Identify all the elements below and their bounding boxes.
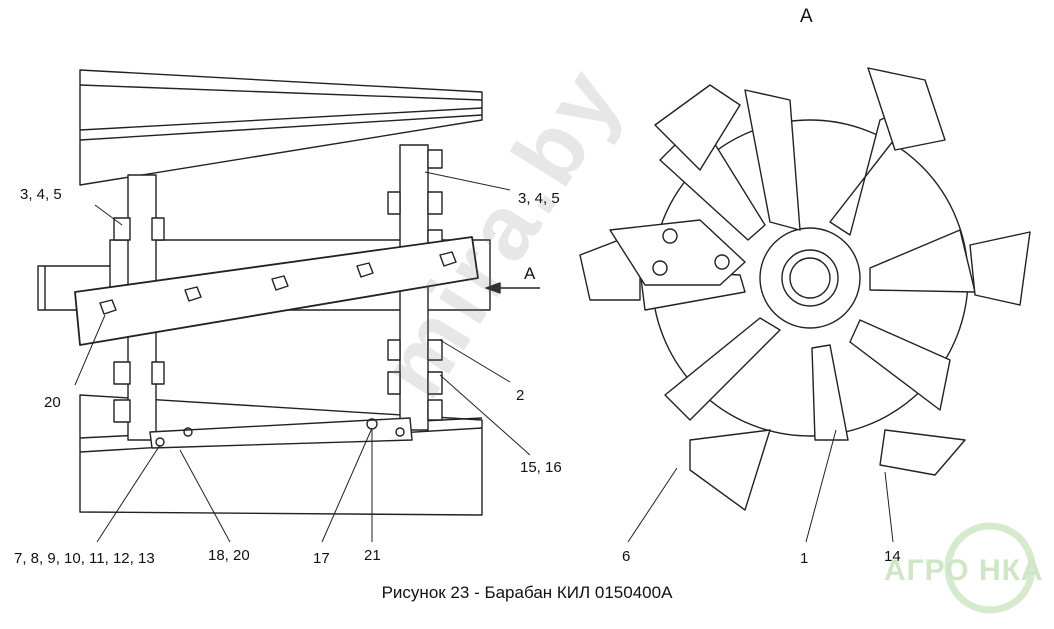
side-view (37, 69, 540, 516)
view-label: А (800, 6, 813, 27)
callout-6: 6 (622, 548, 631, 565)
callout-21: 21 (364, 547, 381, 564)
bolt-stack-left (113, 217, 165, 423)
logo-text: АГРО НКА (884, 554, 1044, 587)
callout-14: 14 (884, 548, 901, 565)
hub-inner (789, 257, 831, 299)
callout-17: 17 (313, 550, 330, 567)
arrow-label: А (524, 264, 536, 283)
callout-2: 2 (516, 387, 525, 404)
callout-7-13: 7, 8, 9, 10, 11, 12, 13 (14, 550, 155, 567)
callout-15-16: 15, 16 (520, 459, 562, 476)
callout-3-4-5-right: 3, 4, 5 (518, 190, 560, 207)
end-view (579, 67, 1031, 511)
logo-circle (944, 522, 1036, 614)
callout-18-20: 18, 20 (208, 547, 250, 564)
bolt-stack-right (387, 149, 443, 421)
leader-lines (74, 171, 894, 543)
blade-tips (579, 67, 1031, 511)
figure-caption: Рисунок 23 - Барабан КИЛ 0150400А (381, 583, 673, 602)
mount-plate (609, 219, 746, 286)
bottom-link (149, 417, 413, 449)
callout-20: 20 (44, 394, 61, 411)
callout-1: 1 (800, 550, 809, 567)
callout-3-4-5-left: 3, 4, 5 (20, 186, 62, 203)
blade-bar (74, 236, 479, 346)
